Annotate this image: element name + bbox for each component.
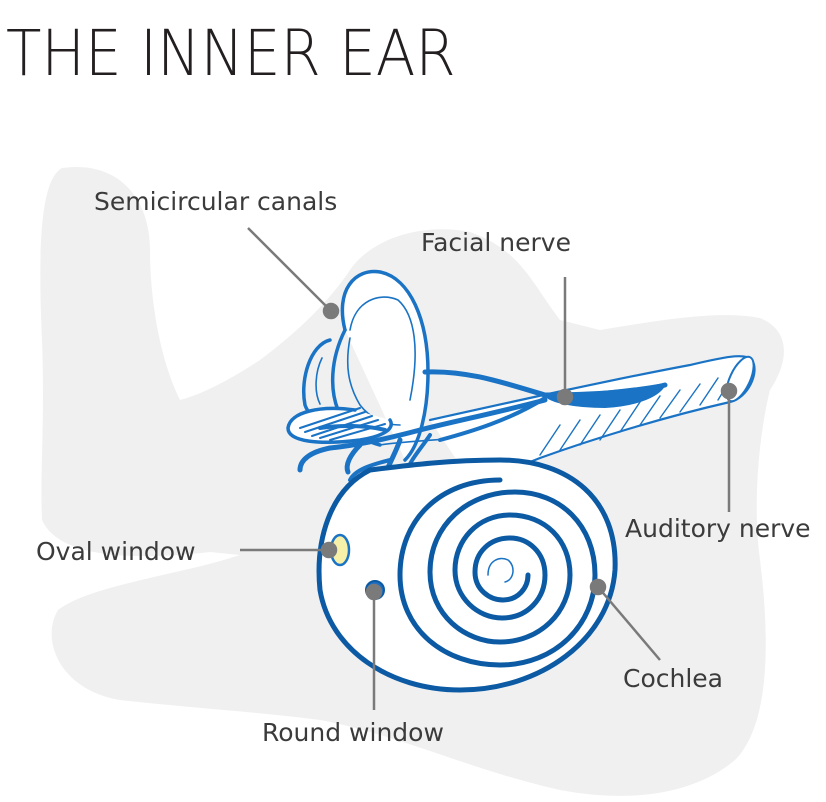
semicircular-canals xyxy=(286,269,661,462)
label-oval-window: Oval window xyxy=(36,537,196,566)
label-auditory-nerve: Auditory nerve xyxy=(625,514,811,543)
page-title: THE INNER EAR xyxy=(6,17,456,90)
label-semicircular-canals: Semicircular canals xyxy=(94,187,338,216)
cochlea-structure xyxy=(316,457,618,693)
label-facial-nerve: Facial nerve xyxy=(421,228,571,257)
leader-lines xyxy=(240,227,738,710)
label-cochlea: Cochlea xyxy=(623,664,723,693)
facial-nerve-branches xyxy=(297,369,668,493)
label-round-window: Round window xyxy=(262,718,444,747)
